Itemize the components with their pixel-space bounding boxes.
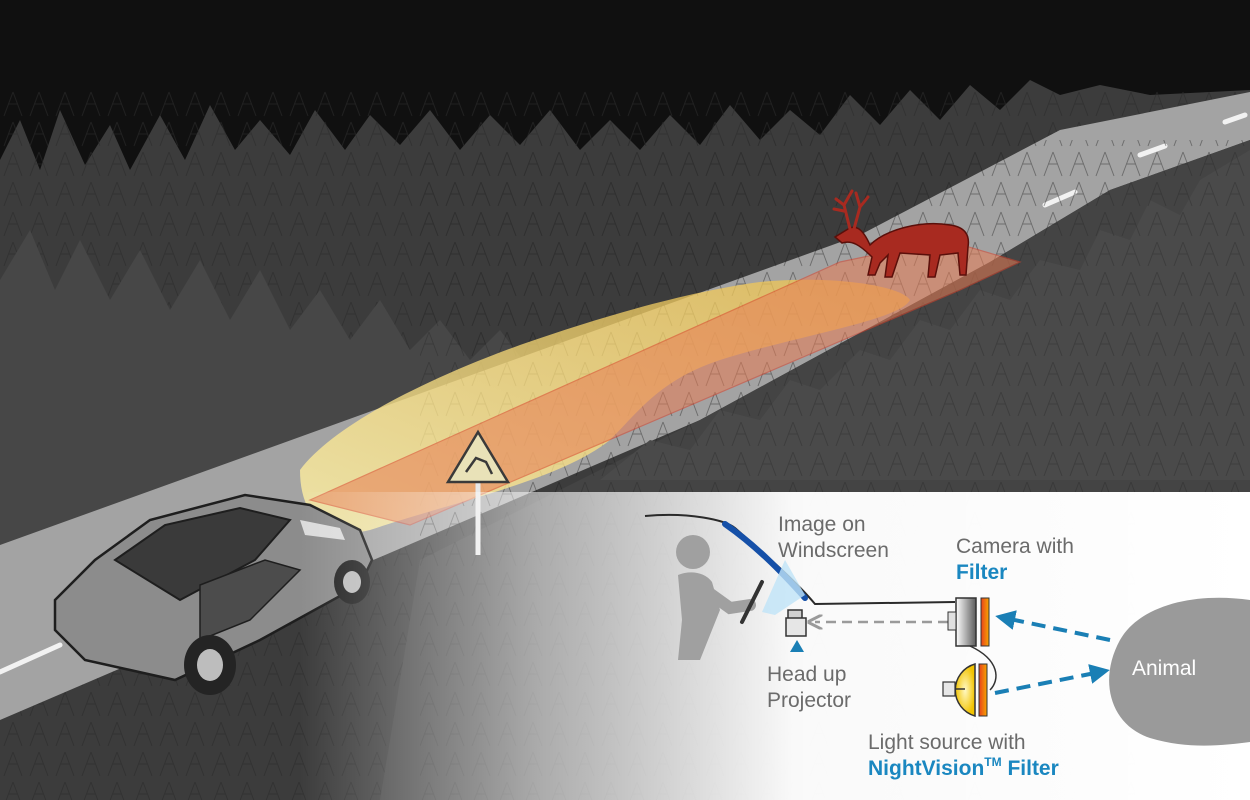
image-on-windscreen-line2: Windscreen	[778, 539, 889, 562]
head-up-projector-line1: Head up	[767, 663, 847, 686]
driver-icon	[676, 535, 756, 660]
image-on-windscreen-label: Image on Windscreen	[778, 512, 889, 564]
camera-filter-icon	[980, 597, 990, 647]
camera-label: Camera with Filter	[956, 534, 1074, 586]
deer-icon	[832, 189, 970, 278]
camera-label-line1: Camera with	[956, 535, 1074, 558]
animal-shape	[1109, 597, 1250, 746]
light-source-label: Light source with NightVisionTM Filter	[868, 730, 1059, 782]
lamp-to-animal-arrow	[994, 664, 1110, 695]
headlamp-icon	[942, 663, 976, 717]
forest-left	[0, 230, 700, 560]
steering-wheel-icon	[740, 580, 764, 624]
animal-to-camera-arrow	[995, 610, 1111, 642]
projector-icon	[785, 609, 807, 652]
camera-label-filter: Filter	[956, 561, 1008, 584]
camera-icon	[947, 597, 977, 647]
nightvision-filter-icon	[978, 663, 988, 717]
light-source-line2: NightVisionTM Filter	[868, 756, 1059, 782]
filter-text: Filter	[1001, 757, 1059, 780]
head-up-projector-label: Head up Projector	[767, 662, 851, 714]
trademark-mark: TM	[984, 755, 1002, 769]
nightvision-text: NightVision	[868, 757, 985, 780]
head-up-projector-line2: Projector	[767, 689, 852, 712]
animal-label: Animal	[1132, 657, 1197, 680]
light-source-line1: Light source with	[868, 731, 1026, 754]
image-on-windscreen-line1: Image on	[778, 513, 866, 536]
schematic-backdrop	[300, 492, 1250, 800]
